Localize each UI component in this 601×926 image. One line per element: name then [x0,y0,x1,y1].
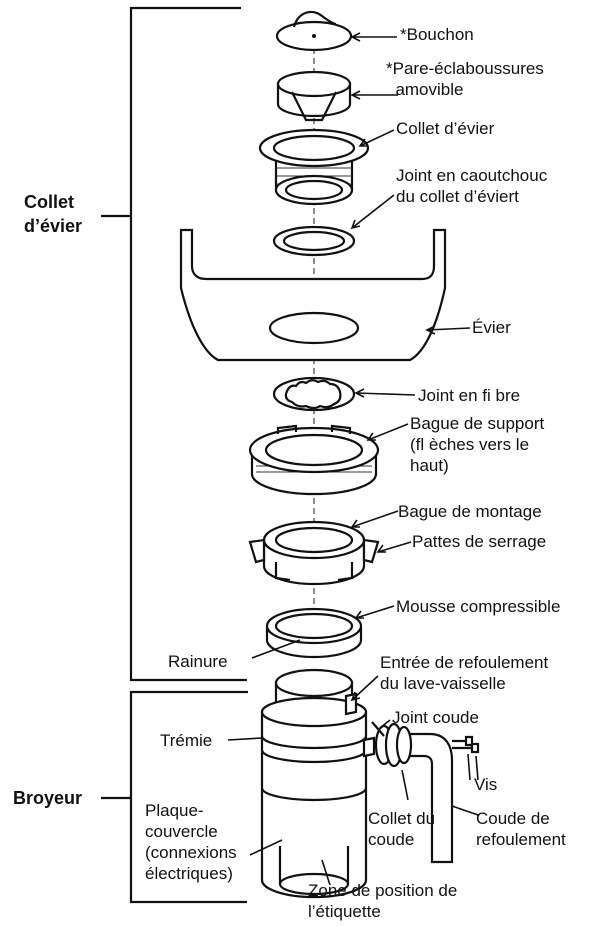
label-joint-fibre: Joint en fi bre [418,386,521,405]
label-tremie: Trémie [160,731,213,750]
disposer-body-part [260,668,376,899]
group-label-broyeur: Broyeur [13,788,83,808]
label-evier: Évier [472,318,511,337]
label-entree-refoulement: Entrée de refoulement du lave-vaisselle [380,653,549,693]
label-pare-eclaboussures: *Pare-éclaboussures amovible [386,59,544,99]
label-joint-coude: Joint coude [392,708,479,727]
bracket-collet-evier [101,6,247,682]
group-label-collet-evier: Collet d’évier [24,192,83,236]
label-bouchon: *Bouchon [400,25,474,44]
bracket-broyeur [101,690,248,904]
rubber-gasket-part [272,225,356,257]
support-ring-part [248,424,380,496]
label-plaque-couvercle: Plaque- couvercle (connexions électrique… [145,801,237,883]
mounting-ring-part [248,520,380,586]
label-zone-etiquette: Zone de position de l’étiquette [308,881,458,921]
label-coude-refoulement: Coude de refoulement [476,809,566,849]
label-rainure: Rainure [168,652,228,671]
sink-flange-part [258,128,370,206]
compressible-foam-part [265,607,363,659]
stopper-part [275,10,353,52]
fiber-gasket-part [272,376,356,412]
screws-part [452,735,480,754]
label-collet-coude: Collet du coude [368,809,436,849]
label-pattes-serrage: Pattes de serrage [412,532,547,551]
label-joint-caoutchouc: Joint en caoutchouc du collet d’éviert [396,166,548,206]
label-vis: Vis [474,775,498,794]
discharge-elbow-part [371,721,454,864]
sink-part [179,228,447,362]
label-bague-support: Bague de support (fl èches vers le haut) [410,414,545,475]
splash-guard-part [276,70,352,122]
label-bague-montage: Bague de montage [398,502,542,521]
label-mousse-compressible: Mousse compressible [396,597,561,616]
leader-lines [227,32,479,886]
label-collet-evier: Collet d’évier [396,119,495,138]
